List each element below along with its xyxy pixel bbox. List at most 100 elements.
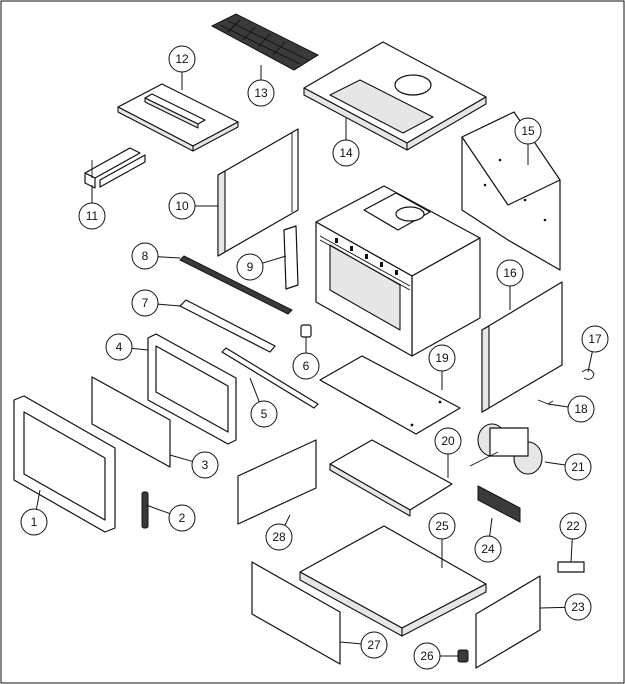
callout-27: 27 <box>339 631 388 659</box>
callout-leader-line <box>262 255 287 264</box>
part-7-rail <box>179 299 276 353</box>
callout-number: 3 <box>202 458 209 472</box>
callout-24: 24 <box>474 517 502 563</box>
callout-number: 24 <box>481 542 495 556</box>
callout-22: 22 <box>559 512 587 563</box>
callout-bubble <box>428 512 456 540</box>
callout-20: 20 <box>434 427 462 478</box>
callout-bubble <box>581 325 609 353</box>
callout-bubble <box>428 344 456 372</box>
callout-number: 7 <box>142 296 149 310</box>
callout-number: 22 <box>566 519 580 533</box>
callout-number: 2 <box>179 511 186 525</box>
callout-number: 20 <box>441 434 455 448</box>
callout-21: 21 <box>544 453 592 481</box>
part-13-grate <box>210 13 320 71</box>
firebox-assembly <box>315 185 481 357</box>
callout-10: 10 <box>168 192 218 220</box>
part-4-frame <box>147 333 237 445</box>
part-22-box <box>557 561 585 573</box>
callout-leader-line <box>145 504 170 515</box>
callout-4: 4 <box>105 333 149 361</box>
part-12-baffle <box>117 83 239 152</box>
callout-bubble <box>131 242 159 270</box>
part-11-bracket <box>84 147 146 189</box>
part-20-tray <box>329 439 453 517</box>
callout-number: 11 <box>86 209 99 223</box>
callout-leader-line <box>131 347 149 351</box>
callout-bubble <box>168 504 196 532</box>
callout-number: 13 <box>254 86 268 100</box>
callout-16: 16 <box>496 259 524 310</box>
callout-number: 6 <box>303 359 310 373</box>
callout-bubble <box>168 45 196 73</box>
callout-bubble <box>332 139 360 167</box>
callout-14: 14 <box>332 118 360 167</box>
callout-bubble <box>413 642 441 670</box>
part-26-switch <box>457 649 469 663</box>
callout-number: 19 <box>435 351 449 365</box>
callout-leader-line <box>157 256 181 259</box>
part-8-rail <box>179 255 293 315</box>
callout-19: 19 <box>428 344 456 390</box>
callout-leader-line <box>539 606 566 609</box>
part-23-side-panel <box>475 575 541 669</box>
callout-bubble <box>559 512 587 540</box>
callout-bubble <box>474 535 502 563</box>
callout-number: 18 <box>574 402 588 416</box>
callout-number: 8 <box>142 249 149 263</box>
callout-bubble <box>292 352 320 380</box>
part-15-back-panel <box>461 111 561 271</box>
callout-bubble <box>496 259 524 287</box>
callout-leader-line <box>489 517 493 537</box>
callout-7: 7 <box>131 289 181 317</box>
part-2-handle <box>141 491 149 529</box>
callout-number: 1 <box>31 515 38 529</box>
part-3-glass <box>91 376 171 468</box>
callout-5: 5 <box>249 377 278 428</box>
callout-bubble <box>265 523 293 551</box>
callout-number: 9 <box>247 260 254 274</box>
callout-bubble <box>20 508 48 536</box>
callout-leader-line <box>284 514 291 526</box>
callout-number: 10 <box>175 199 189 213</box>
callout-15: 15 <box>514 117 542 165</box>
callout-bubble <box>236 253 264 281</box>
callout-bubble <box>564 453 592 481</box>
callout-leader-line <box>339 641 362 645</box>
callout-number: 16 <box>503 266 517 280</box>
callout-28: 28 <box>265 514 293 551</box>
callout-leader-line <box>544 461 566 466</box>
callout-9: 9 <box>236 253 287 281</box>
callout-number: 17 <box>588 332 602 346</box>
part-6-knob <box>300 324 312 338</box>
callout-8: 8 <box>131 242 181 270</box>
callout-number: 5 <box>261 407 268 421</box>
callout-23: 23 <box>539 593 592 621</box>
callout-26: 26 <box>413 642 458 670</box>
callout-number: 14 <box>339 146 353 160</box>
callout-bubble <box>168 192 196 220</box>
callout-leader-line <box>249 377 260 403</box>
callout-3: 3 <box>169 451 219 479</box>
callout-number: 27 <box>367 638 381 652</box>
part-27-front-skirt <box>251 561 341 665</box>
callout-leader-line <box>547 403 569 408</box>
part-19-plate <box>319 355 461 435</box>
callout-number: 28 <box>272 530 286 544</box>
callout-number: 21 <box>571 460 585 474</box>
part-14-top-panel <box>303 41 487 151</box>
part-24-louver <box>477 485 521 523</box>
callout-25: 25 <box>428 512 456 568</box>
part-10-side-panel <box>217 128 299 257</box>
callout-17: 17 <box>581 325 609 373</box>
callout-number: 4 <box>116 340 123 354</box>
callout-13: 13 <box>247 65 275 107</box>
callout-6: 6 <box>292 337 320 380</box>
callout-leader-line <box>157 303 181 307</box>
callout-bubble <box>131 289 159 317</box>
callout-bubble <box>567 395 595 423</box>
callout-bubble <box>564 593 592 621</box>
